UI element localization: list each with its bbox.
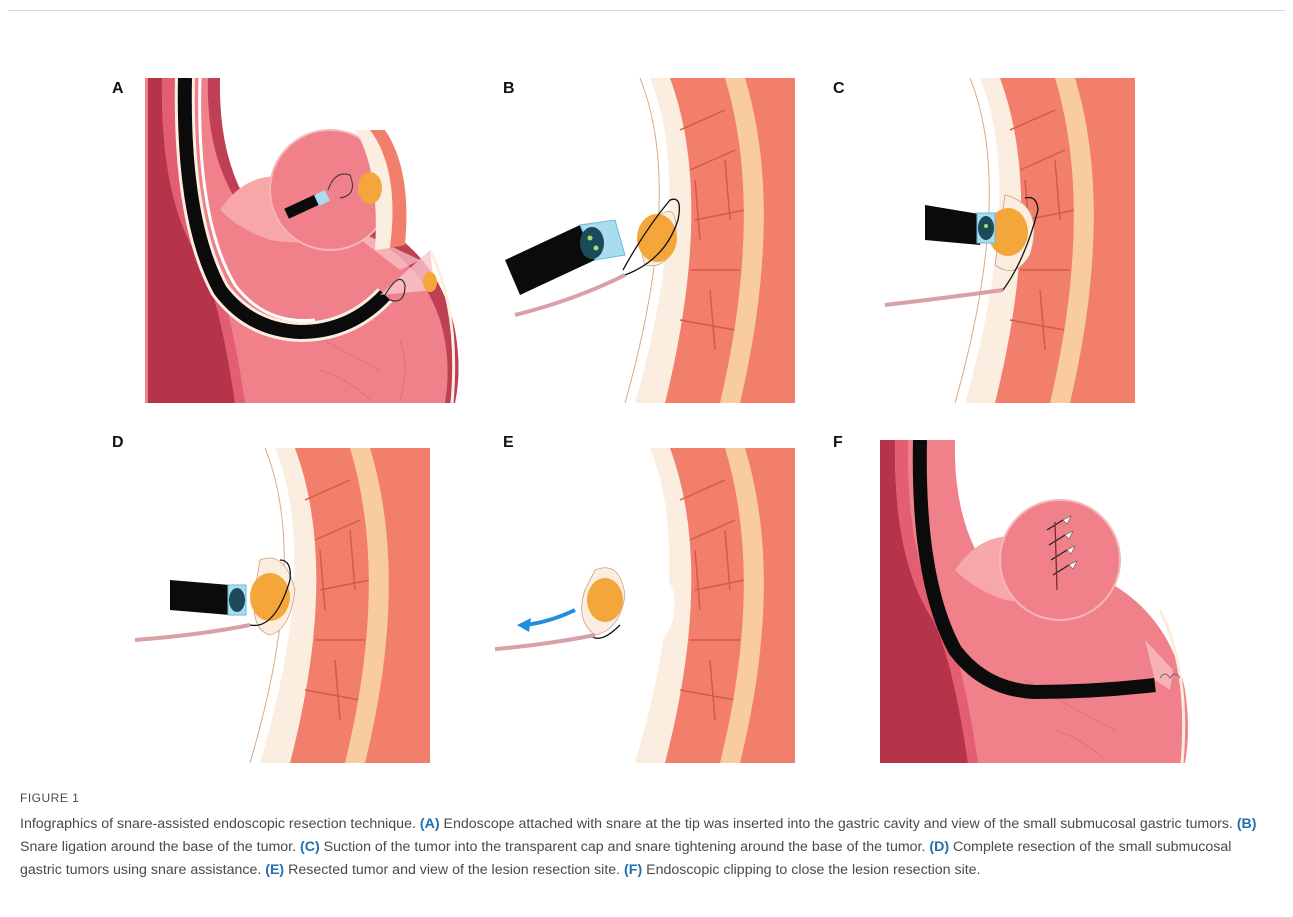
snare-ligation-illustration-b [495,70,795,410]
caption-text: Resected tumor and view of the lesion re… [284,862,624,878]
caption-panel-ref: (A) [420,816,440,832]
caption-panel-ref: (F) [624,862,642,878]
panel-f: F [825,430,1205,770]
complete-resection-illustration-d [100,430,430,770]
caption-text: Snare ligation around the base of the tu… [20,839,300,855]
caption-title: FIGURE 1 [20,791,1270,805]
caption-panel-ref: (D) [929,839,949,855]
clipping-illustration-f [825,430,1205,770]
panel-b: B [495,70,795,410]
stomach-overview-illustration-a [100,70,480,410]
caption-panel-ref: (C) [300,839,320,855]
caption-body: Infographics of snare-assisted endoscopi… [20,813,1270,882]
caption-text: Endoscope attached with snare at the tip… [440,816,1237,832]
panel-e: E [495,430,795,770]
figure-caption: FIGURE 1 Infographics of snare-assisted … [20,791,1270,882]
suction-illustration-c [825,70,1135,410]
caption-text: Infographics of snare-assisted endoscopi… [20,816,420,832]
panel-d: D [100,430,430,770]
caption-text: Suction of the tumor into the transparen… [320,839,930,855]
caption-panel-ref: (B) [1237,816,1257,832]
panel-a: A [100,70,480,410]
resected-tumor-illustration-e [495,430,795,770]
caption-text: Endoscopic clipping to close the lesion … [642,862,980,878]
caption-panel-ref: (E) [265,862,284,878]
panel-c: C [825,70,1135,410]
